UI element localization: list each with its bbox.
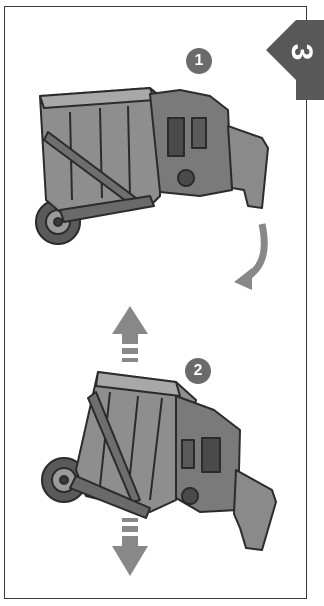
tilted-unit-icon <box>0 0 324 606</box>
